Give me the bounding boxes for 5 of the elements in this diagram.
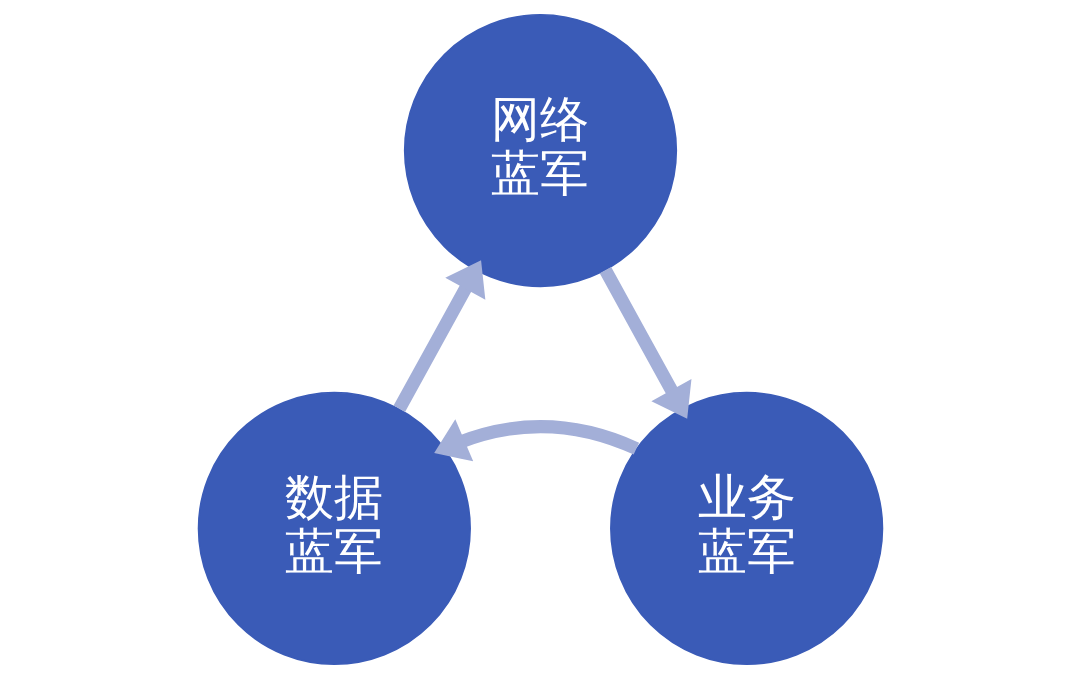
arrow — [433, 419, 639, 462]
arrow — [393, 260, 485, 412]
node-circle: 业务蓝军 — [609, 391, 883, 666]
node-circle: 网络蓝军 — [403, 13, 677, 288]
arrow — [599, 267, 691, 419]
